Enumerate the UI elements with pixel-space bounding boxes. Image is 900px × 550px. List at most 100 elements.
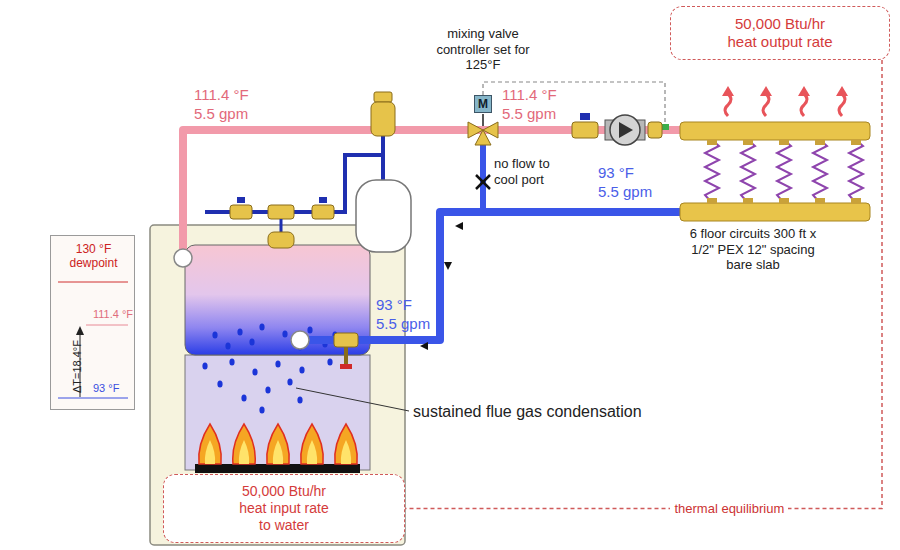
label-holder: 111.4 °F [502, 86, 557, 104]
circulator-pump [605, 115, 645, 145]
expansion-tank [356, 180, 411, 252]
boiler-casing [150, 225, 405, 545]
label-holder: thermal equilibrium [670, 501, 788, 517]
boiler-connection [174, 249, 192, 267]
circulator-pump [610, 115, 640, 145]
condensate-droplet [265, 386, 270, 393]
node-text: ΔT=18.4°F [71, 340, 84, 393]
note-label: mixing valve controller set for 125°F [428, 26, 538, 73]
label-holder: 93 °F [376, 296, 412, 314]
burner-flame [233, 424, 256, 464]
floor-circuit-coil [779, 139, 789, 145]
pipe-value-label: 5.5 gpm [376, 315, 430, 333]
heat-output-arrow [722, 86, 848, 116]
condensate-droplet [252, 368, 257, 375]
pipe-value-label: 111.4 °F [502, 86, 557, 104]
condensate-droplet [202, 362, 207, 369]
return-pipe [480, 136, 486, 212]
text-holder: 50,000 Btu/hr heat output rate [681, 15, 879, 51]
dewpoint-panel [50, 235, 135, 410]
heat-output-box: 50,000 Btu/hr heat output rate [670, 6, 890, 60]
pipe-value-label: 93 °F [376, 296, 412, 314]
supply-pipe [183, 130, 684, 258]
label-holder: 5.5 gpm [502, 105, 556, 123]
dewpoint-panel [58, 398, 128, 399]
return-pipe [300, 136, 684, 340]
heat-output-arrow [839, 94, 845, 116]
node-text: 50,000 Btu/hr heat output rate [719, 15, 841, 51]
air-separator [374, 92, 392, 102]
condensate-droplet [229, 358, 234, 365]
boiler-drain-valve [344, 347, 348, 364]
isolation-valve [648, 122, 662, 138]
circulator-pump [619, 122, 633, 138]
burner-flame [307, 440, 317, 464]
burner-flame [199, 424, 222, 464]
note-label: 6 floor circuits 300 ft x 1/2" PEX 12" s… [678, 226, 828, 273]
boiler-casing [150, 225, 405, 545]
node-text: 130 °F dewpoint [66, 242, 122, 271]
makeup-water-line [381, 130, 385, 180]
label-holder: 111.4 °F [194, 86, 249, 104]
pipe-value-label: 5.5 gpm [598, 183, 652, 201]
condensate-droplet [327, 358, 332, 365]
boiler-connection [174, 249, 309, 349]
no-flow-mark [476, 175, 490, 189]
supply-manifold [680, 122, 870, 140]
dewpoint-panel [76, 326, 84, 335]
note-label: no flow to cool port [494, 156, 576, 187]
floor-circuit-coil [777, 140, 791, 203]
flow-arrow [455, 222, 463, 230]
boiler-drain-valve [334, 333, 358, 369]
floor-circuit-coil [813, 140, 827, 203]
floor-circuit-coil [743, 139, 753, 145]
makeup-water-line [319, 197, 327, 203]
controller-sensor-wire [483, 82, 665, 124]
text-holder: 50,000 Btu/hr heat input rate to water [174, 483, 394, 533]
supply-pipe [183, 130, 684, 258]
pipe-value-label: 5.5 gpm [194, 105, 248, 123]
label-holder: 5.5 gpm [598, 183, 652, 201]
makeup-water-line [280, 219, 283, 232]
floor-circuit-coil [851, 198, 861, 204]
isolation-valve [580, 113, 590, 120]
heat-output-arrow [836, 86, 848, 96]
edge-label: thermal equilibrium [670, 501, 788, 517]
floor-circuit-coil [741, 140, 755, 203]
heat-output-arrow [725, 94, 731, 116]
floor-circuit-coil [849, 140, 863, 203]
heat-exchanger-tank [185, 245, 370, 355]
mixing-valve [468, 114, 498, 145]
combustion-chamber [195, 464, 360, 473]
dewpoint-panel [58, 282, 128, 283]
dewpoint-scale: 130 °F dewpoint111.4 °FΔT=18.4°F93 °F [50, 235, 135, 410]
burner-flame [199, 424, 358, 464]
burner-flame [341, 440, 351, 464]
text-holder: 93 °F [93, 382, 135, 395]
floor-circuit-coil [743, 198, 753, 204]
floor-circuit-coil [779, 198, 789, 204]
heat-output-arrow [763, 94, 769, 116]
burner-flame [267, 424, 290, 464]
no-flow-mark [476, 175, 490, 189]
floor-circuit-coil [705, 140, 719, 203]
condensate-droplet [237, 328, 242, 335]
label-holder: no flow to cool port [494, 156, 576, 187]
makeup-water-line [268, 205, 294, 219]
makeup-water-line [237, 197, 245, 203]
leader-line [296, 388, 409, 411]
makeup-water-line [312, 205, 334, 219]
valve-actuator: M [474, 95, 492, 113]
dewpoint-panel [86, 325, 128, 326]
heat-output-arrow [722, 86, 734, 96]
note-label: sustained flue gas condensation [413, 402, 642, 421]
burner-flame [335, 424, 358, 464]
text-holder: ΔT=18.4°F [51, 356, 81, 374]
leader-line [296, 388, 409, 411]
condensate-droplet [275, 360, 280, 367]
condensate-droplet [241, 394, 246, 401]
equilibrium-link [405, 60, 882, 509]
